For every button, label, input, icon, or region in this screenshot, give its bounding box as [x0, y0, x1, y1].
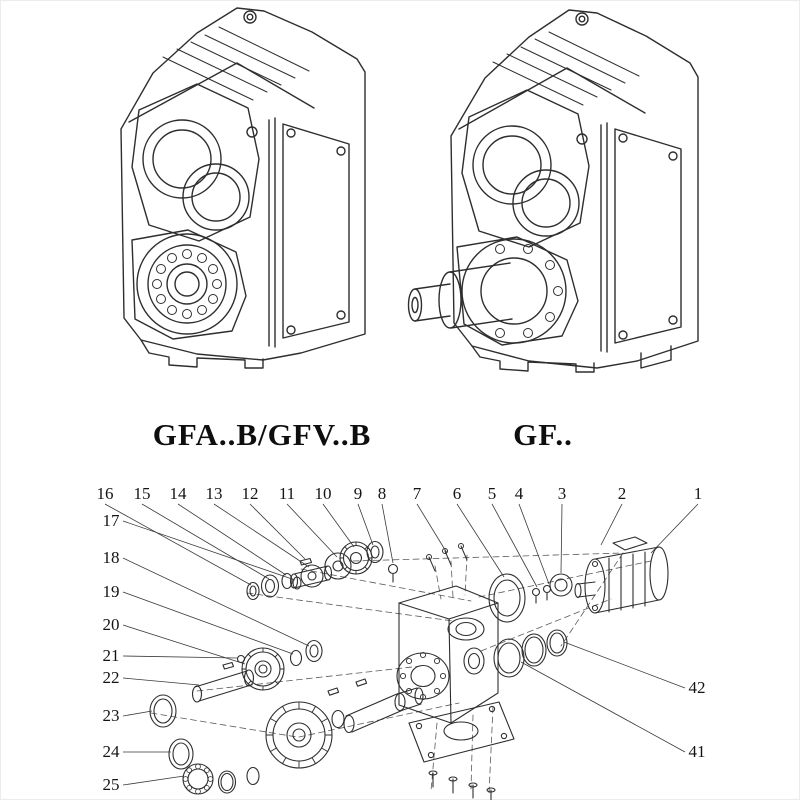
callout-13: 13	[206, 484, 223, 503]
callout-23: 23	[103, 706, 120, 725]
input-shaft-parts	[246, 540, 384, 601]
callout-42: 42	[689, 678, 706, 697]
intermediate-shaft-parts	[191, 576, 323, 703]
leader-lines	[104, 503, 699, 786]
gearbox-figure-gf	[407, 9, 699, 373]
callout-2: 2	[618, 484, 627, 503]
cooling-ribs	[492, 31, 640, 106]
seal-bearing-parts	[149, 694, 260, 795]
motor-part	[574, 536, 669, 614]
model-label-gfab: GFA..B/GFV..B	[152, 417, 372, 452]
retaining-rings	[493, 629, 568, 678]
output-gear-parts	[265, 678, 424, 769]
assembly-axes	[150, 552, 652, 795]
callout-8: 8	[378, 484, 387, 503]
callout-10: 10	[315, 484, 332, 503]
input-side-parts	[387, 563, 573, 623]
cooling-ribs	[162, 26, 310, 101]
flange-bolt-holes	[495, 244, 563, 338]
callout-9: 9	[354, 484, 363, 503]
callout-24: 24	[103, 742, 121, 761]
callout-22: 22	[103, 668, 120, 687]
callout-5: 5	[488, 484, 497, 503]
output-shaft	[407, 262, 513, 329]
callout-16: 16	[97, 484, 114, 503]
callout-6: 6	[453, 484, 462, 503]
callout-18: 18	[103, 548, 120, 567]
callout-14: 14	[170, 484, 188, 503]
callout-20: 20	[103, 615, 120, 634]
callout-41: 41	[689, 742, 706, 761]
callout-17: 17	[103, 511, 121, 530]
callout-3: 3	[558, 484, 567, 503]
housing-part	[396, 585, 499, 724]
model-label-gf: GF..	[513, 417, 573, 452]
callout-1: 1	[694, 484, 703, 503]
housing-bolts	[426, 543, 468, 572]
callout-4: 4	[515, 484, 524, 503]
gearbox-figure-gfab	[120, 7, 366, 369]
exploded-view	[149, 536, 669, 800]
callout-15: 15	[134, 484, 151, 503]
callout-7: 7	[413, 484, 422, 503]
base-plate-parts	[408, 701, 515, 800]
callout-11: 11	[279, 484, 295, 503]
callout-25: 25	[103, 775, 120, 794]
callout-12: 12	[242, 484, 259, 503]
bearing-balls	[152, 249, 222, 319]
callout-19: 19	[103, 582, 120, 601]
callout-21: 21	[103, 646, 120, 665]
callout-numbers: 16 15 14 13 12 11 10 9 8 7 6 5 4 3 2 1 1…	[97, 484, 706, 794]
